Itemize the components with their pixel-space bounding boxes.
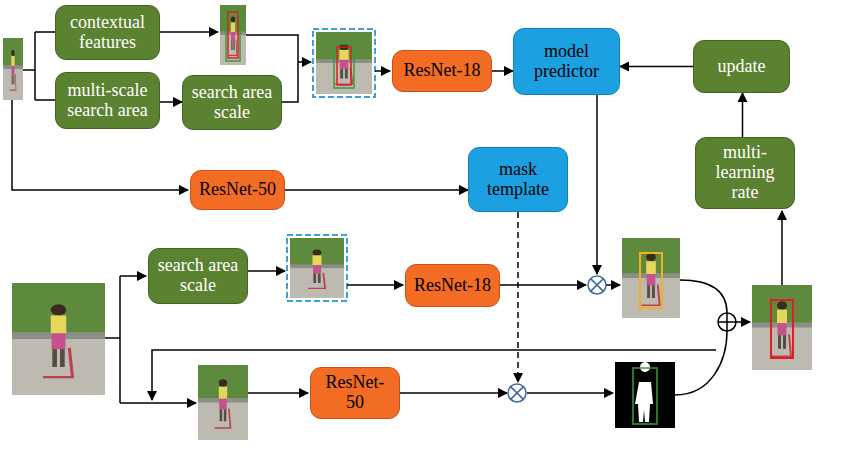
feedback-wire xyxy=(152,350,716,400)
module-box: model predictor xyxy=(513,28,620,95)
frame-image xyxy=(12,283,105,395)
dashed-frame xyxy=(287,235,347,301)
arrow-wire xyxy=(248,270,285,272)
node-label: multi-scale search area xyxy=(62,81,153,121)
node-label: ResNet-50 xyxy=(199,180,276,200)
process-box: search area scale xyxy=(182,75,282,130)
search-image xyxy=(290,238,344,298)
node-label: multi- learning rate xyxy=(702,143,788,202)
arrow-wire xyxy=(375,70,390,72)
target-box xyxy=(228,12,238,58)
arrow-wire xyxy=(400,392,507,394)
node-label: model predictor xyxy=(520,42,613,82)
arrow-connector xyxy=(160,101,182,103)
node-label: contextual features xyxy=(62,13,153,53)
arrow-wire xyxy=(527,392,613,394)
process-box: multi-scale search area xyxy=(55,72,160,129)
crop-image xyxy=(198,365,248,440)
arrow-wire xyxy=(781,211,783,285)
arrow-connector xyxy=(742,93,744,137)
node-label: ResNet-50 xyxy=(317,373,393,413)
search-image xyxy=(316,32,372,94)
merge-wire xyxy=(680,280,727,313)
process-box: update xyxy=(693,40,790,93)
context-image xyxy=(220,5,246,65)
network-box: ResNet-18 xyxy=(392,50,492,92)
arrow-connector xyxy=(620,66,693,68)
target-box xyxy=(337,47,351,85)
arrow-wire xyxy=(160,31,218,33)
wires xyxy=(12,32,782,403)
mask-image xyxy=(615,362,675,428)
network-box: ResNet-50 xyxy=(190,170,285,210)
process-box: contextual features xyxy=(55,5,160,60)
mask-silhouette xyxy=(635,362,653,422)
context-box xyxy=(226,9,240,61)
arrow-wire xyxy=(606,284,620,286)
arrow-wire xyxy=(120,402,196,404)
dashed-wire xyxy=(517,212,519,382)
node-label: update xyxy=(718,57,766,77)
module-box: mask template xyxy=(468,147,568,212)
process-box: search area scale xyxy=(148,248,248,304)
multiply-symbol xyxy=(588,276,606,294)
merge-wire xyxy=(675,331,727,395)
dashed-frame xyxy=(313,29,375,97)
arrow-wire xyxy=(248,392,308,394)
node-label: ResNet-18 xyxy=(404,61,481,81)
input-image xyxy=(3,38,23,100)
network-box: ResNet-50 xyxy=(310,367,400,419)
arrow-connector xyxy=(492,70,513,72)
context-box xyxy=(334,44,354,88)
node-label: search area scale xyxy=(189,83,275,123)
arrow-wire xyxy=(500,284,586,286)
arrow-wire xyxy=(347,284,403,286)
node-label: search area scale xyxy=(155,256,241,296)
arrow-connector xyxy=(285,189,468,191)
multiply-symbol xyxy=(508,384,526,402)
predicted-box xyxy=(640,253,662,308)
output-box xyxy=(771,300,793,358)
bracket-wire xyxy=(105,276,120,403)
arrow-wire xyxy=(596,95,598,274)
node-label: mask template xyxy=(475,160,561,200)
node-label: ResNet-18 xyxy=(414,276,491,296)
response-image xyxy=(622,238,680,318)
arrow-wire xyxy=(736,321,750,323)
process-box: multi- learning rate xyxy=(695,137,795,208)
add-symbol xyxy=(718,313,736,331)
bracket-wire xyxy=(23,32,55,100)
mask-box xyxy=(633,368,657,424)
output-image xyxy=(752,285,812,370)
network-box: ResNet-18 xyxy=(405,264,500,307)
arrow-wire xyxy=(120,275,146,277)
